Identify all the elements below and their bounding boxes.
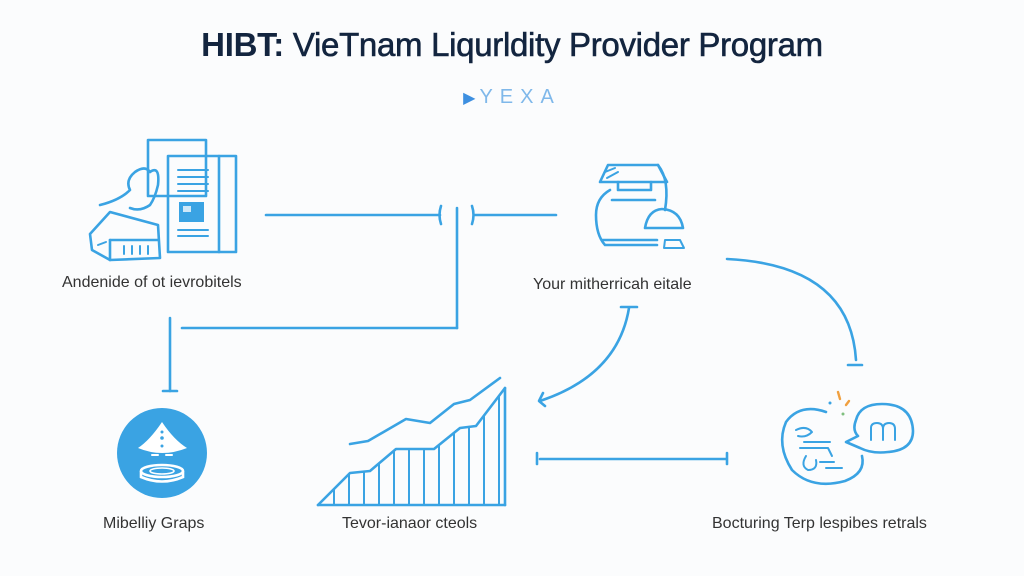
connector-documents-machine: [264, 204, 558, 330]
node-label-documents: Andenide of ot ievrobitels: [62, 274, 242, 291]
node-label-chart: Tevor-ianaor cteols: [342, 515, 478, 532]
play-icon: ▶: [463, 90, 480, 107]
growth-chart-icon: [316, 376, 507, 507]
node-label-graphs: Mibelliy Graps: [103, 515, 205, 532]
connector-machine-to-chart: [537, 305, 639, 408]
documents-box-icon: [88, 138, 238, 262]
connector-loop-to-graphs: [161, 316, 459, 393]
machine-icon: [594, 163, 685, 249]
chat-bubble-icon: [780, 390, 915, 485]
brand-text: YEXA: [479, 86, 561, 108]
title-prefix: HIBT:: [201, 26, 284, 63]
brand-logo: ▶YEXA: [0, 86, 1024, 109]
cone-coin-icon: [117, 408, 207, 498]
connector-chart-to-chat: [535, 451, 729, 466]
node-label-chat: Bocturing Terp lespibes retrals: [712, 515, 927, 532]
node-label-machine: Your mitherricah eitale: [533, 276, 692, 293]
page-title: HIBT: VieTnam Liqurldity Provider Progra…: [0, 26, 1024, 64]
connector-machine-to-chat: [725, 257, 864, 367]
chart-bars: [333, 394, 500, 506]
title-rest: VieTnam Liqurldity Provider Program: [284, 26, 824, 64]
